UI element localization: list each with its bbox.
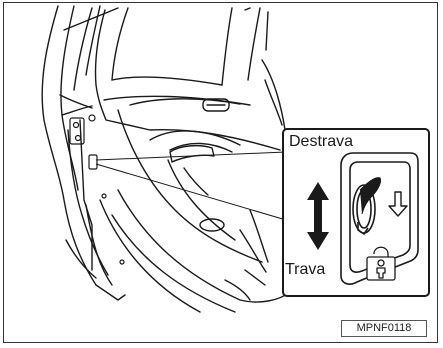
car-body-frame (42, 6, 125, 300)
callout-leader (96, 152, 286, 220)
figure-code: MPNF0118 (341, 320, 427, 337)
open-rear-door (95, 8, 290, 312)
unlock-label: Destrava (289, 134, 353, 150)
lock-label: Trava (285, 262, 325, 278)
